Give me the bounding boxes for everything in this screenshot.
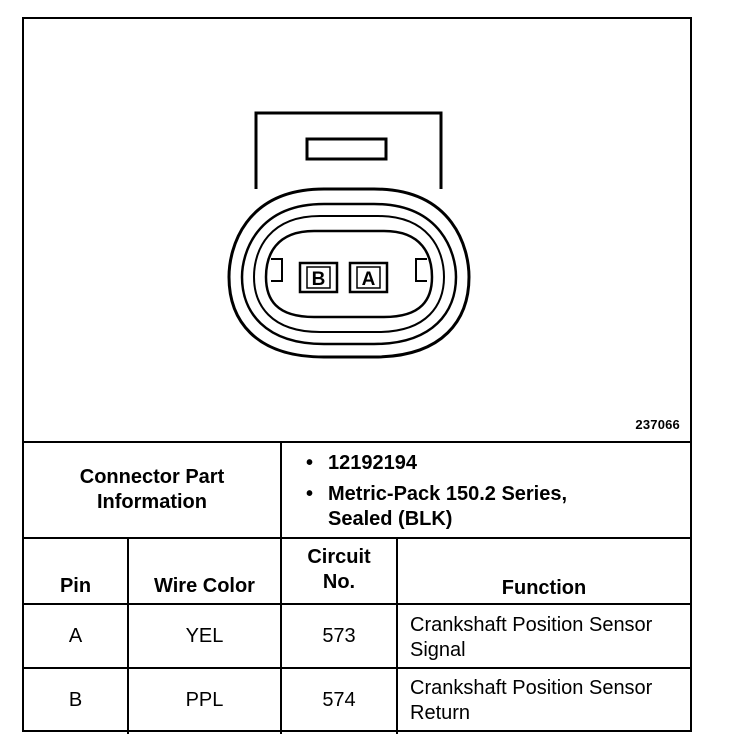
- divider-header: [24, 603, 690, 605]
- vline-pin: [127, 537, 129, 734]
- row-a-function: Crankshaft Position Sensor Signal: [410, 614, 653, 661]
- connector-sheet: B A 237066 Connector Part Information 12…: [22, 17, 692, 734]
- row-b-function: Crankshaft Position Sensor Return: [410, 677, 653, 724]
- header-function: Function: [501, 577, 587, 599]
- connector-inner-shell: [240, 202, 458, 346]
- figure-id: 237066: [635, 417, 680, 432]
- row-a-wire-color: YEL: [185, 624, 224, 647]
- vline-info: [280, 441, 282, 734]
- cavity-a-inner: [356, 266, 381, 289]
- header-pin: Pin: [59, 575, 92, 597]
- vline-circuit: [396, 537, 398, 734]
- part-number: 12192194: [306, 451, 628, 476]
- divider-info: [24, 537, 690, 539]
- keyway-right: [415, 258, 427, 282]
- header-circuit-no: Circuit No.: [307, 546, 371, 593]
- row-a-circuit: 573: [322, 624, 356, 647]
- series-description: Metric-Pack 150.2 Series, Sealed (BLK): [306, 482, 628, 532]
- row-b-pin: B: [68, 689, 83, 711]
- connector-seal: [252, 215, 446, 333]
- cavity-b-label: B: [312, 269, 326, 290]
- cavity-a-label: A: [362, 269, 376, 290]
- divider-row-a: [24, 667, 690, 669]
- connector-face: [264, 229, 434, 319]
- connector-drawing: B A: [227, 111, 471, 359]
- row-a-pin: A: [68, 624, 83, 647]
- latch-slot: [305, 137, 388, 161]
- keyway-left: [271, 258, 283, 282]
- connector-info-heading: Connector Part Information: [79, 466, 225, 513]
- connector-figure: B A 237066: [24, 19, 690, 441]
- row-b-circuit: 574: [322, 689, 356, 711]
- connector-info-list: 12192194 Metric-Pack 150.2 Series, Seale…: [306, 451, 628, 538]
- row-b-wire-color: PPL: [185, 689, 224, 711]
- divider-figure: [24, 441, 690, 443]
- header-wire-color: Wire Color: [154, 575, 255, 597]
- cavity-b-inner: [306, 266, 331, 289]
